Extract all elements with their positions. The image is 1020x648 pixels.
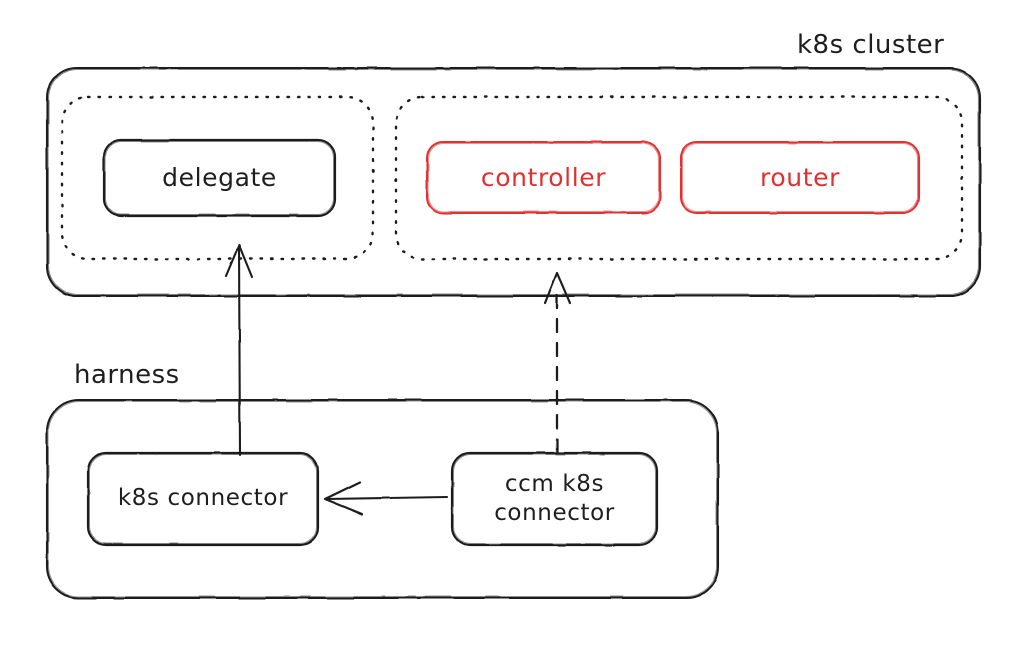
arrow-ccm-to-connector (323, 480, 449, 516)
node-delegate-label: delegate (162, 163, 277, 192)
ccm-label-line-1: ccm k8s (504, 470, 605, 497)
node-controller-label: controller (480, 162, 607, 192)
arrow-connector-to-delegate (224, 243, 254, 457)
arrow-ccm-to-services (543, 271, 572, 454)
node-ccm-k8s-connector[interactable] (450, 451, 659, 547)
container-delegate-group[interactable] (60, 95, 375, 261)
node-k8s-connector-label: k8s connector (117, 485, 289, 512)
container-harness[interactable] (45, 398, 720, 600)
node-delegate[interactable] (102, 138, 337, 218)
container-services-group[interactable] (394, 95, 964, 261)
node-router[interactable] (679, 140, 921, 215)
node-k8s-connector[interactable] (86, 451, 320, 547)
container-k8s-cluster[interactable] (45, 66, 982, 298)
node-router-label: router (760, 162, 840, 192)
ccm-label-line-2: connector (494, 500, 615, 526)
node-controller[interactable] (425, 140, 662, 215)
node-ccm-k8s-connector-label: ccm k8s connector (452, 453, 657, 545)
